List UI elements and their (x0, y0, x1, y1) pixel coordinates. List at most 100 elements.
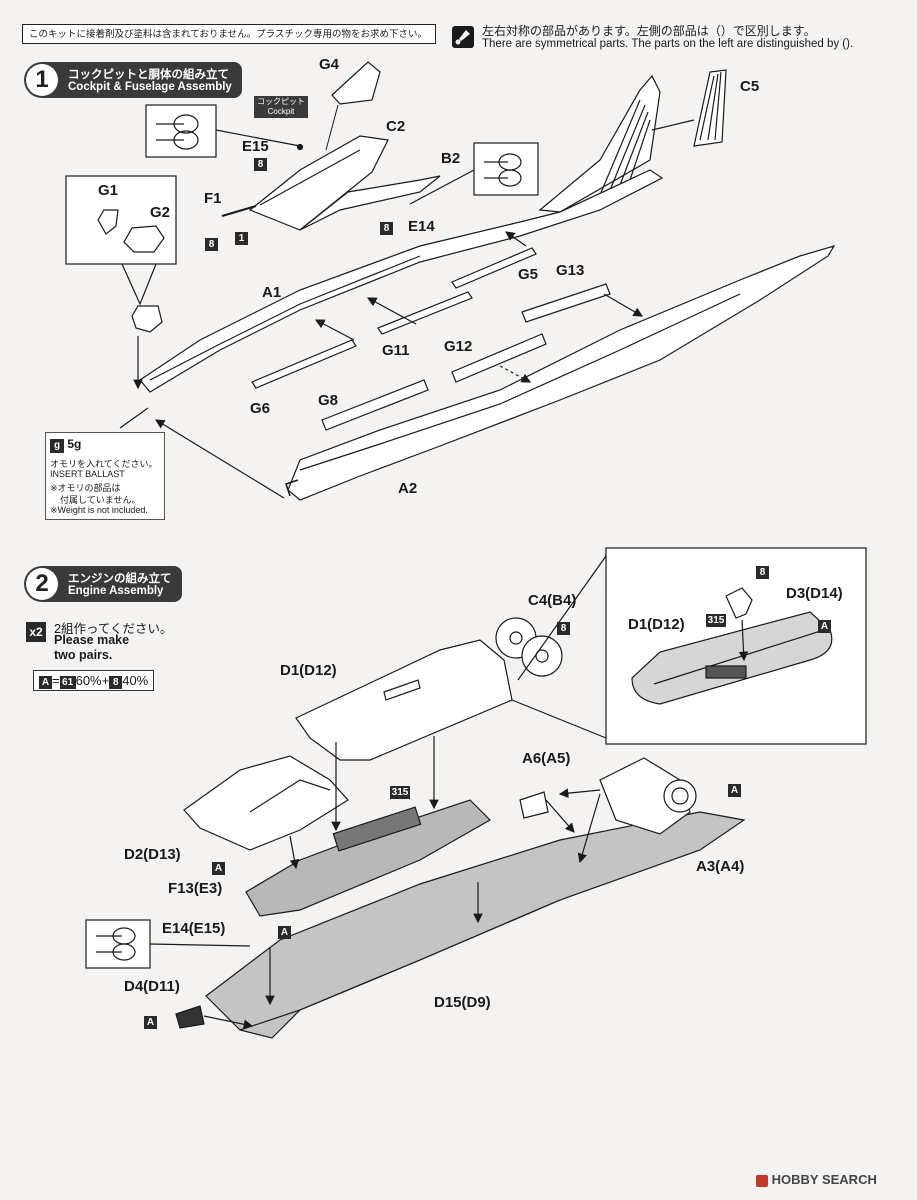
label-g5: G5 (518, 266, 539, 283)
label-g12: G12 (444, 338, 473, 355)
step2-title-jp: エンジンの組み立て (68, 573, 172, 585)
part-a1 (139, 169, 664, 393)
part-d2 (183, 755, 349, 851)
part-g1 (97, 209, 119, 235)
paint-color-8: 8 (109, 676, 123, 689)
color-badge-a: A (728, 784, 741, 797)
label-d1-inset: D1(D12) (628, 616, 685, 633)
label-a2: A2 (398, 480, 418, 497)
watermark-text: HOBBY SEARCH (771, 1172, 877, 1187)
color-badge-a: A (212, 862, 225, 875)
paint-color-61: 61 (59, 676, 76, 689)
ballast-jp3: 付属していません。 (60, 495, 141, 505)
part-tail-fin (538, 74, 661, 213)
cockpit-tag-jp: コックピット (257, 97, 305, 106)
symmetry-en: There are symmetrical parts. The parts o… (482, 38, 854, 50)
color-badge-8: 8 (756, 566, 769, 579)
ballast-weight: 5g (67, 437, 82, 451)
label-c2: C2 (386, 118, 406, 135)
label-e15: E15 (242, 138, 269, 155)
label-g2: G2 (150, 204, 171, 221)
inset-g1-g2 (65, 175, 177, 265)
part-a6 (519, 791, 549, 819)
part-c5 (693, 69, 727, 147)
weight-icon: g (50, 439, 64, 453)
part-a3 (599, 757, 691, 835)
color-badge-a: A (278, 926, 291, 939)
paint-a-badge: A (39, 676, 52, 689)
part-d3 (725, 587, 753, 619)
cockpit-tag: コックピット Cockpit (254, 96, 308, 118)
make-two-en2: two pairs. (54, 648, 113, 662)
brush-icon (452, 26, 474, 48)
label-f13: F13(E3) (168, 880, 223, 897)
paint-plus: + (101, 673, 110, 688)
color-badge-a: A (144, 1016, 157, 1029)
make-two-en1: Please make (54, 633, 130, 647)
ballast-jp1: オモリを入れてください。 (50, 459, 158, 469)
label-e14-15: E14(E15) (162, 920, 226, 937)
step1-number: 1 (26, 64, 58, 96)
step2-title-en: Engine Assembly (68, 585, 164, 597)
part-c4-fan-2 (521, 635, 563, 677)
make-two-badge: x2 (26, 622, 46, 642)
paint-pct-40: 40% (122, 673, 149, 688)
ballast-en1: INSERT BALLAST (50, 469, 125, 479)
color-badge-8: 8 (254, 158, 267, 171)
step1-title-en: Cockpit & Fuselage Assembly (68, 81, 232, 93)
inset-e14-detail (85, 919, 151, 969)
step1-title-jp: コックピットと胴体の組み立て (68, 69, 229, 81)
step1-header: 1 コックピットと胴体の組み立て Cockpit & Fuselage Asse… (24, 62, 242, 98)
part-a2 (287, 244, 836, 501)
color-badge-8: 8 (205, 238, 218, 251)
part-d15 (205, 811, 746, 1039)
label-g8: G8 (318, 392, 339, 409)
label-d15: D15(D9) (434, 994, 491, 1011)
symmetry-jp: 左右対称の部品があります。左側の部品は（）で区別します。 (482, 24, 816, 38)
label-b2: B2 (441, 150, 461, 167)
color-badge-1: 1 (235, 232, 248, 245)
kit-notice: このキットに接着剤及び塗料は含まれておりません。プラスチック専用の物をお求め下さ… (22, 24, 436, 44)
step2-header: 2 エンジンの組み立て Engine Assembly (24, 566, 182, 602)
label-d2: D2(D13) (124, 846, 181, 863)
make-two-jp: 2組作ってください。 (54, 622, 173, 636)
part-d1 (295, 639, 513, 761)
step2-number: 2 (26, 568, 58, 600)
ballast-jp2: ※オモリの部品は (50, 483, 121, 493)
label-d4: D4(D11) (124, 978, 180, 995)
ballast-note: g 5g オモリを入れてください。 INSERT BALLAST ※オモリの部品… (45, 432, 165, 520)
part-f13 (245, 799, 491, 917)
label-a6: A6(A5) (522, 750, 571, 767)
label-d1: D1(D12) (280, 662, 337, 679)
hobby-search-logo-icon (756, 1174, 768, 1187)
label-e14: E14 (408, 218, 435, 235)
color-badge-315: 315 (390, 786, 410, 799)
color-badge-315: 315 (706, 614, 726, 627)
label-a1: A1 (262, 284, 282, 301)
label-g6: G6 (250, 400, 271, 417)
ballast-en2: ※Weight is not included. (50, 505, 148, 515)
part-g4 (331, 61, 381, 105)
part-g6 (251, 339, 357, 389)
paint-pct-60: 60% (75, 673, 102, 688)
color-badge-a: A (818, 620, 831, 633)
part-g8 (321, 379, 429, 431)
paint-eq: = (52, 673, 60, 688)
label-c4: C4(B4) (528, 592, 577, 609)
label-g11: G11 (382, 342, 410, 359)
label-g13: G13 (556, 262, 585, 279)
cockpit-tag-en: Cockpit (267, 107, 295, 116)
label-c5: C5 (740, 78, 760, 95)
part-d4 (175, 1005, 205, 1029)
label-g4: G4 (319, 56, 340, 73)
part-g5 (451, 247, 537, 289)
inset-cockpit-detail (145, 104, 217, 158)
part-g11 (377, 291, 473, 335)
part-g13 (521, 283, 611, 323)
label-d3: D3(D14) (786, 585, 843, 602)
hobby-search-watermark: HOBBY SEARCH (756, 1172, 877, 1187)
color-badge-8: 8 (557, 622, 570, 635)
color-badge-8: 8 (380, 222, 393, 235)
